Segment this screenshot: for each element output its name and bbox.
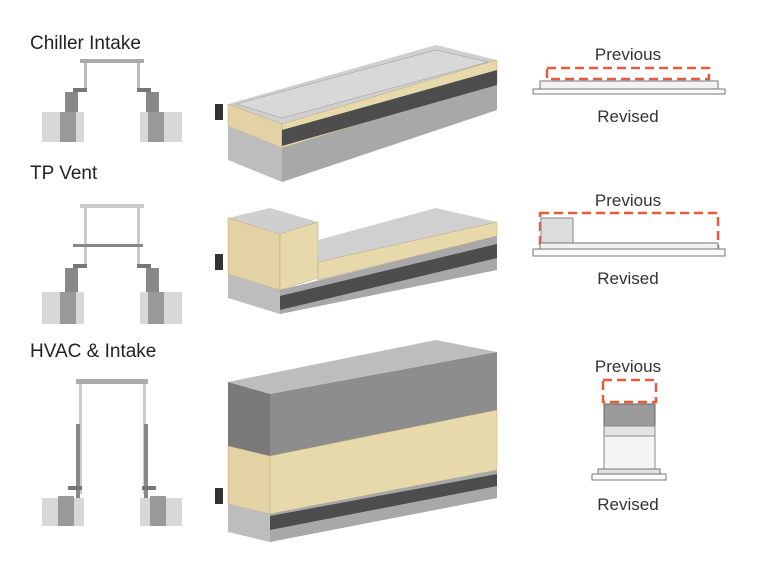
hvac-comparison-elevation <box>591 378 667 481</box>
chiller-comparison-elevation <box>532 66 726 95</box>
revised-label-chiller: Revised <box>597 107 659 126</box>
previous-label-chiller: Previous <box>594 45 662 64</box>
revised-label-tpvent: Revised <box>597 269 659 288</box>
hvac-3d-model <box>215 340 498 542</box>
section-title-hvac-intake: HVAC & Intake <box>30 341 157 362</box>
chiller-section-detail <box>42 59 182 142</box>
previous-label-hvac: Previous <box>594 357 662 376</box>
hvac-section-detail <box>42 379 182 526</box>
tpvent-3d-model <box>215 208 498 314</box>
revised-label-hvac: Revised <box>597 495 659 514</box>
section-title-chiller-intake: Chiller Intake <box>30 33 141 54</box>
section-title-tp-vent: TP Vent <box>30 163 98 184</box>
chiller-3d-model <box>215 45 498 182</box>
tpvent-comparison-elevation <box>532 211 726 257</box>
tpvent-section-detail <box>42 204 182 324</box>
previous-label-tpvent: Previous <box>594 191 662 210</box>
